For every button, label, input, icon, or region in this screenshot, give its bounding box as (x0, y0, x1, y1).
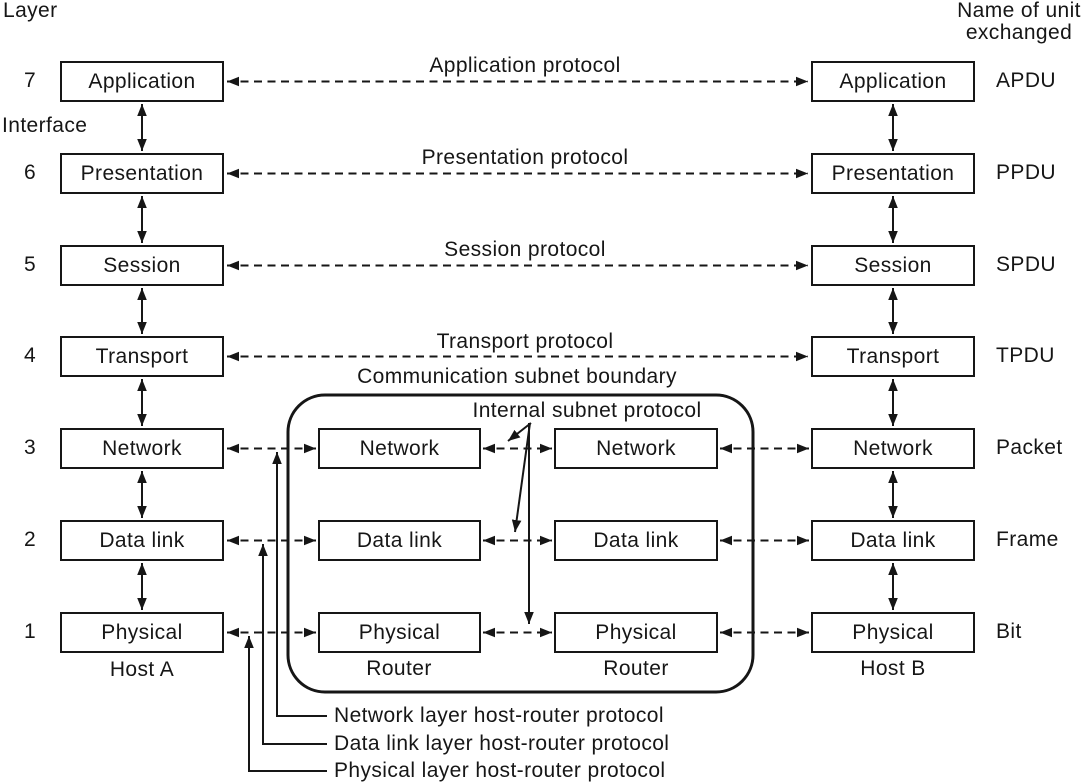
router-1-network-box: Network (318, 428, 481, 469)
host-b-physical-box: Physical (811, 612, 975, 653)
router-1-datalink-box: Data link (318, 520, 481, 561)
subnet-boundary-label: Communication subnet boundary (357, 365, 677, 388)
layer-number-3: 3 (23, 436, 37, 459)
end-to-end-protocol-arrows (227, 76, 808, 362)
host-a-network-box: Network (60, 428, 224, 469)
datalink-host-router-protocol-label: Data link layer host-router protocol (334, 732, 670, 755)
host-a-application-box: Application (60, 61, 224, 102)
transport-protocol-label: Transport protocol (436, 330, 614, 353)
host-a-datalink-box: Data link (60, 520, 224, 561)
unit-label-apdu: APDU (996, 69, 1056, 92)
internal-subnet-protocol-label: Internal subnet protocol (472, 399, 702, 422)
router-2-datalink-box: Data link (554, 520, 718, 561)
host-b-caption: Host B (860, 657, 926, 680)
application-protocol-label: Application protocol (429, 54, 621, 77)
unit-header-line2: exchanged (965, 21, 1073, 44)
unit-column-header: Name of unit exchanged (950, 0, 1088, 44)
host-b-application-box: Application (811, 61, 975, 102)
host-a-physical-box: Physical (60, 612, 224, 653)
hop-by-hop-protocol-arrows (227, 443, 809, 638)
unit-label-tpdu: TPDU (996, 344, 1055, 367)
host-b-transport-box: Transport (811, 336, 975, 377)
layer-number-1: 1 (23, 620, 37, 643)
host-a-caption: Host A (109, 658, 175, 681)
unit-label-ppdu: PPDU (996, 161, 1056, 184)
router-1-caption: Router (366, 657, 432, 680)
router-1-physical-box: Physical (318, 612, 481, 653)
interface-label: Interface (2, 114, 88, 137)
network-host-router-protocol-label: Network layer host-router protocol (334, 704, 664, 727)
layer-number-4: 4 (23, 344, 37, 367)
unit-label-packet: Packet (996, 436, 1063, 459)
host-b-session-box: Session (811, 245, 975, 286)
layer-number-6: 6 (23, 161, 37, 184)
physical-host-router-protocol-label: Physical layer host-router protocol (334, 759, 666, 782)
unit-label-frame: Frame (996, 528, 1059, 551)
host-b-datalink-box: Data link (811, 520, 975, 561)
layer-number-7: 7 (23, 69, 37, 92)
layer-number-2: 2 (23, 528, 37, 551)
layer-column-header: Layer (3, 0, 58, 22)
unit-header-line1: Name of unit (957, 0, 1081, 22)
router-2-caption: Router (603, 657, 669, 680)
host-a-session-box: Session (60, 245, 224, 286)
layer-number-5: 5 (23, 253, 37, 276)
session-protocol-label: Session protocol (444, 238, 606, 261)
internal-subnet-protocol-arrows (507, 422, 534, 624)
router-2-physical-box: Physical (554, 612, 718, 653)
presentation-protocol-label: Presentation protocol (421, 146, 629, 169)
host-a-transport-box: Transport (60, 336, 224, 377)
unit-label-bit: Bit (996, 620, 1022, 643)
host-b-network-box: Network (811, 428, 975, 469)
host-router-callout-leaders (244, 452, 327, 772)
host-a-presentation-box: Presentation (60, 153, 224, 194)
unit-label-spdu: SPDU (996, 253, 1056, 276)
host-b-presentation-box: Presentation (811, 153, 975, 194)
router-2-network-box: Network (554, 428, 718, 469)
